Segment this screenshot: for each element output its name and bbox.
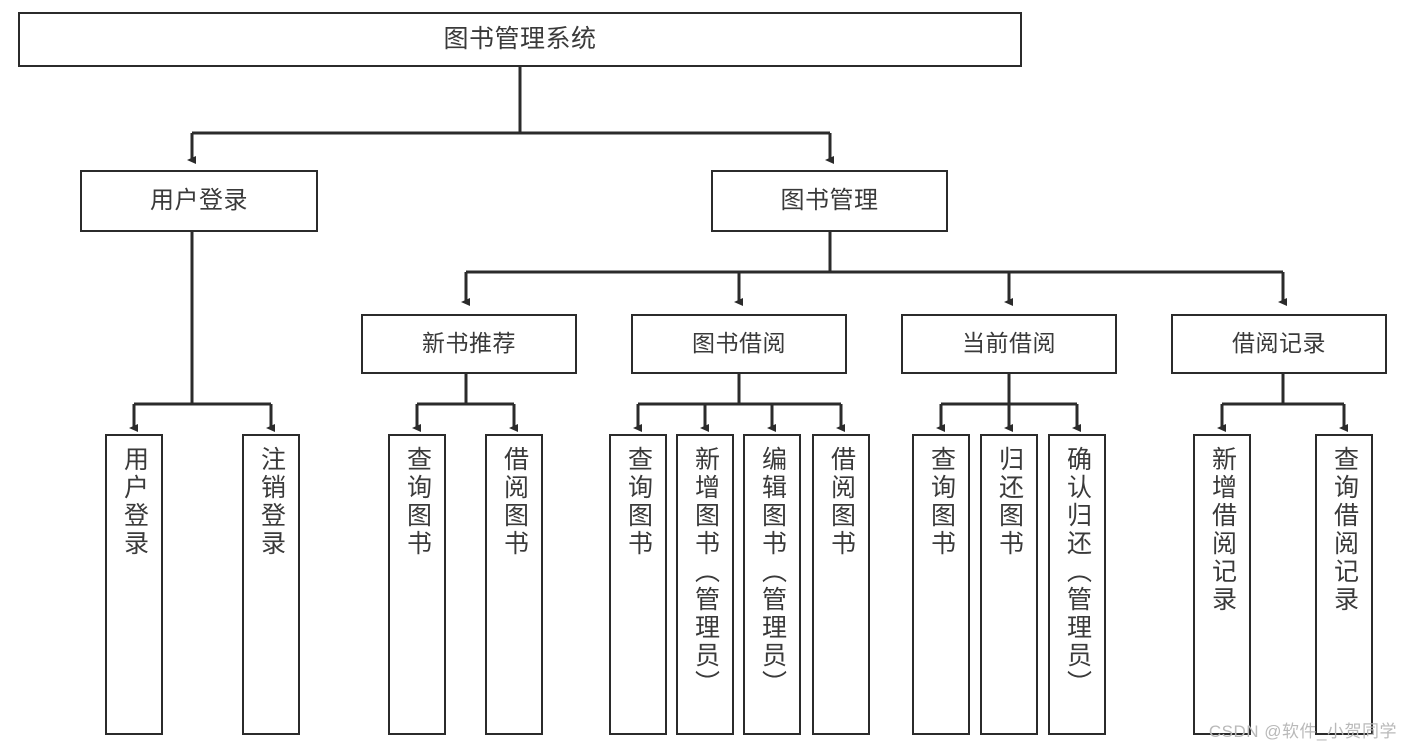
leaf-add-book-label: 新增图书（管理员） [691, 446, 720, 698]
node-root[interactable]: 图书管理系统 [18, 12, 1022, 67]
leaf-confirm-return-label: 确认归还（管理员） [1063, 446, 1092, 698]
node-current-borrow[interactable]: 当前借阅 [901, 314, 1117, 374]
node-new-book-recommend[interactable]: 新书推荐 [361, 314, 577, 374]
leaf-query-record[interactable]: 查询借阅记录 [1315, 434, 1373, 735]
leaf-borrow-book-2[interactable]: 借阅图书 [812, 434, 870, 735]
leaf-edit-book[interactable]: 编辑图书（管理员） [743, 434, 801, 735]
leaf-borrow-book-1[interactable]: 借阅图书 [485, 434, 543, 735]
leaf-logout-login-label: 注销登录 [257, 446, 286, 558]
leaf-confirm-return[interactable]: 确认归还（管理员） [1048, 434, 1106, 735]
leaf-add-book[interactable]: 新增图书（管理员） [676, 434, 734, 735]
leaf-logout-login[interactable]: 注销登录 [242, 434, 300, 735]
leaf-add-record-label: 新增借阅记录 [1208, 446, 1237, 614]
node-book-borrow-label: 图书借阅 [692, 330, 786, 357]
node-borrow-record-label: 借阅记录 [1232, 330, 1326, 357]
leaf-return-book[interactable]: 归还图书 [980, 434, 1038, 735]
leaf-add-record[interactable]: 新增借阅记录 [1193, 434, 1251, 735]
leaf-user-login[interactable]: 用户登录 [105, 434, 163, 735]
leaf-return-book-label: 归还图书 [995, 446, 1024, 558]
leaf-query-book-2[interactable]: 查询图书 [609, 434, 667, 735]
node-borrow-record[interactable]: 借阅记录 [1171, 314, 1387, 374]
node-book-management-label: 图书管理 [780, 186, 879, 214]
leaf-edit-book-label: 编辑图书（管理员） [758, 446, 787, 698]
leaf-query-book-3[interactable]: 查询图书 [912, 434, 970, 735]
leaf-query-book-3-label: 查询图书 [927, 446, 956, 558]
node-book-borrow[interactable]: 图书借阅 [631, 314, 847, 374]
leaf-query-book-1[interactable]: 查询图书 [388, 434, 446, 735]
leaf-query-book-1-label: 查询图书 [403, 446, 432, 558]
watermark: CSDN @软件_小贺同学 [1208, 722, 1397, 741]
node-current-borrow-label: 当前借阅 [962, 330, 1056, 357]
node-user-login-label: 用户登录 [150, 186, 248, 214]
leaf-user-login-label: 用户登录 [120, 446, 149, 558]
leaf-borrow-book-2-label: 借阅图书 [827, 446, 856, 558]
node-book-management[interactable]: 图书管理 [711, 170, 948, 232]
leaf-query-record-label: 查询借阅记录 [1330, 446, 1359, 614]
leaf-borrow-book-1-label: 借阅图书 [500, 446, 529, 558]
node-new-book-recommend-label: 新书推荐 [422, 330, 516, 357]
leaf-query-book-2-label: 查询图书 [624, 446, 653, 558]
node-user-login[interactable]: 用户登录 [80, 170, 318, 232]
node-root-label: 图书管理系统 [443, 24, 597, 53]
